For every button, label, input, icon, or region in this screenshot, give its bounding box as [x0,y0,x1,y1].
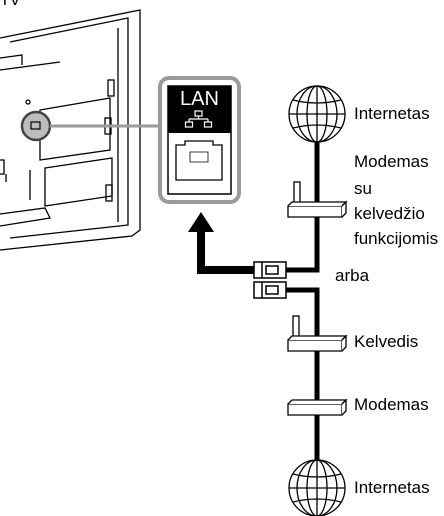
modem-device-icon [287,398,348,416]
modem-router-device-icon [287,181,348,218]
router-label: Kelvedis [354,332,419,351]
lan-port-label: LAN [180,88,219,110]
internet-label-bottom: Internetas [354,478,430,497]
rj45-connector-upper [253,261,287,279]
internet-globe-icon-bottom [288,459,346,516]
internet-globe-icon-top [288,85,346,143]
modem-router-label-line1: Modemas [354,152,429,171]
modem-router-label-line2: su [354,179,372,198]
modem-label: Modemas [354,395,429,414]
cable-option-separate [286,287,320,470]
router-device-icon [287,315,348,352]
alternative-separator-label: arba [335,266,370,285]
modem-router-label-line4: funkcijomis [354,229,439,248]
cable-arrow-to-port [188,212,256,274]
lan-port-callout [158,76,241,204]
tv-lan-port [20,110,52,142]
tv-label: TV [0,0,21,9]
internet-label-top: Internetas [354,104,430,123]
tv-rear-illustration [0,9,141,251]
rj45-connector-lower [253,281,287,299]
cable-option-router-modem [286,124,320,273]
network-icon [184,110,213,128]
rj45-socket-icon [175,140,223,181]
modem-router-label-line3: kelvedžio [354,204,425,223]
